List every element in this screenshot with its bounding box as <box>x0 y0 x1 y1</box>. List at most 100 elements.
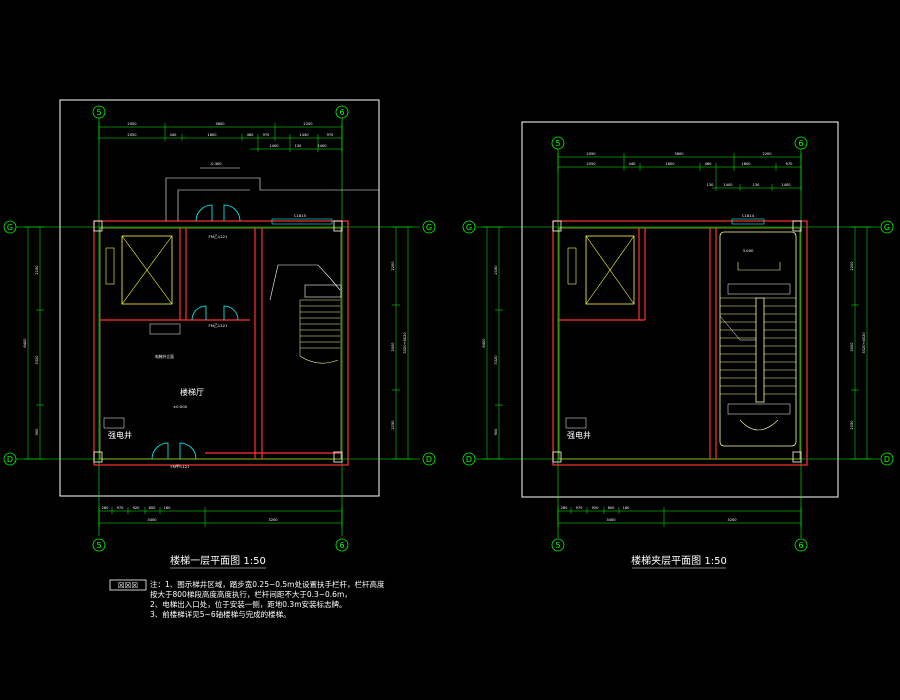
svg-text:970: 970 <box>786 162 794 166</box>
svg-text:1800: 1800 <box>207 133 217 137</box>
svg-text:130: 130 <box>707 183 715 187</box>
svg-text:3320+4020: 3320+4020 <box>403 332 407 354</box>
svg-text:1440: 1440 <box>299 133 309 137</box>
axis-g-label-right: G <box>426 223 432 232</box>
svg-text:800: 800 <box>608 506 616 510</box>
ground-side-dim-texts: 2150 3320 900 6400 2200 3000 2150 3320+4… <box>23 261 407 436</box>
svg-text:2150: 2150 <box>850 420 854 430</box>
t-axis-5-bottom: 5 <box>555 541 560 550</box>
typical-hatch-box <box>565 417 587 429</box>
ground-plan-frame <box>59 99 380 497</box>
svg-text:2200: 2200 <box>303 122 313 126</box>
t-axis-d-left: D <box>466 455 472 464</box>
svg-text:3000: 3000 <box>391 342 395 352</box>
svg-text:3200: 3200 <box>727 518 737 522</box>
legend-symbol-text: ☒☒☒ <box>118 581 138 590</box>
svg-text:3320: 3320 <box>494 355 498 365</box>
typical-side-dim-texts: 2150 3320 900 6400 2200 3000 2150 3320+4… <box>482 261 866 436</box>
axis-6-label-top: 6 <box>339 108 344 117</box>
t-axis-5-top: 5 <box>555 139 560 148</box>
svg-text:3400: 3400 <box>147 518 157 522</box>
svg-text:2050: 2050 <box>586 152 596 156</box>
t-axis-d-right: D <box>884 455 890 464</box>
door-tag-top: FM乙1221 <box>209 234 229 239</box>
t-column-d5 <box>552 451 562 463</box>
svg-text:2050: 2050 <box>586 162 596 166</box>
svg-text:920: 920 <box>592 506 600 510</box>
t-axis-g-right: G <box>884 223 890 232</box>
svg-text:970: 970 <box>263 133 271 137</box>
svg-text:6400: 6400 <box>23 338 27 348</box>
axis-5-label-top: 5 <box>96 108 101 117</box>
svg-text:3320+4020: 3320+4020 <box>862 332 866 354</box>
svg-text:970: 970 <box>576 506 584 510</box>
ground-side-dimensions <box>24 226 412 460</box>
typical-elevator-shaft <box>567 235 635 305</box>
t-column-g5 <box>552 220 562 232</box>
legend-hatch-symbol <box>109 579 147 591</box>
typical-top-dimensions <box>557 153 802 191</box>
svg-text:970: 970 <box>327 133 335 137</box>
note-line-2: 按大于800梯段高度高度执行，栏杆间距不大于0.3~0.6m， <box>150 589 352 599</box>
ground-axis-lines <box>16 118 420 536</box>
door-tag-mid: FM乙1221 <box>209 323 229 328</box>
svg-text:3600: 3600 <box>215 122 225 126</box>
svg-text:1400: 1400 <box>781 183 791 187</box>
ground-hatch-box <box>149 323 181 335</box>
axis-g-label-left: G <box>7 223 13 232</box>
svg-text:3320: 3320 <box>35 355 39 365</box>
ground-axis-bubbles: 5 6 5 6 G D G D <box>3 105 436 552</box>
t-column-d6 <box>792 451 802 463</box>
window-tag: C1815 <box>294 213 307 218</box>
ground-hatch-box-2 <box>103 417 125 429</box>
note-line-4: 3、前楼梯详见5~6轴楼梯与完成的楼梯。 <box>150 609 291 619</box>
svg-text:1800: 1800 <box>741 162 751 166</box>
axis-5-bubble-bottom <box>92 538 106 552</box>
door-tag-bottom: FM甲1121 <box>171 464 191 469</box>
axis-6-bubble-top <box>335 105 349 119</box>
typical-walls <box>552 220 808 466</box>
axis-d-label-right: D <box>426 455 432 464</box>
svg-text:900: 900 <box>35 428 39 436</box>
axis-5-bubble-top <box>92 105 106 119</box>
column-d5 <box>93 451 103 463</box>
t-axis-6-bottom: 6 <box>798 541 803 550</box>
typical-side-dimensions <box>483 226 871 460</box>
svg-text:970: 970 <box>117 506 125 510</box>
svg-text:440: 440 <box>170 133 178 137</box>
svg-text:3200: 3200 <box>268 518 278 522</box>
ground-entry-canopy <box>165 167 379 221</box>
typical-bottom-dim-texts: 260 970 920 800 160 3400 3200 <box>561 506 738 522</box>
svg-text:130: 130 <box>295 144 303 148</box>
t-axis-6-top: 6 <box>798 139 803 148</box>
t-axis-g-left: G <box>466 223 472 232</box>
typical-plan-title: 楼梯夹层平面图 1:50 <box>631 554 727 567</box>
ground-elev-tag: ±0.000 <box>173 404 188 409</box>
ground-top-dim-texts: 2050 3600 2200 2050 440 1800 460 970 144… <box>127 122 334 148</box>
axis-g-bubble-left <box>3 220 17 234</box>
svg-text:6400: 6400 <box>482 338 486 348</box>
svg-text:800: 800 <box>149 506 157 510</box>
svg-text:130: 130 <box>753 183 761 187</box>
axis-g-bubble-right <box>422 220 436 234</box>
ground-top-dimensions <box>98 123 343 152</box>
ground-bottom-dimensions <box>98 507 343 527</box>
ground-doors <box>151 204 241 460</box>
axis-5-label-bottom: 5 <box>96 541 101 550</box>
column-g6 <box>333 220 343 232</box>
svg-text:3600: 3600 <box>674 152 684 156</box>
t-window-tag: C1814 <box>742 213 755 218</box>
svg-text:260: 260 <box>561 506 569 510</box>
svg-text:2200: 2200 <box>850 261 854 271</box>
note-line-3: 2、电梯出入口处，位于安装一侧，距地0.3m安装标志牌。 <box>150 599 347 609</box>
note-line-1: 注：1、图示梯井区域，踏步宽0.25~0.5m处设置扶手栏杆，栏杆高度 <box>150 579 385 589</box>
svg-text:2150: 2150 <box>35 265 39 275</box>
axis-6-bubble-bottom <box>335 538 349 552</box>
t-power-room-label: 强电井 <box>567 430 591 440</box>
svg-text:2200: 2200 <box>762 152 772 156</box>
svg-text:1400: 1400 <box>269 144 279 148</box>
typical-plan-frame <box>521 121 839 498</box>
axis-6-label-bottom: 6 <box>339 541 344 550</box>
ground-bottom-dim-texts: 260 970 920 800 160 3400 3200 <box>102 506 279 522</box>
